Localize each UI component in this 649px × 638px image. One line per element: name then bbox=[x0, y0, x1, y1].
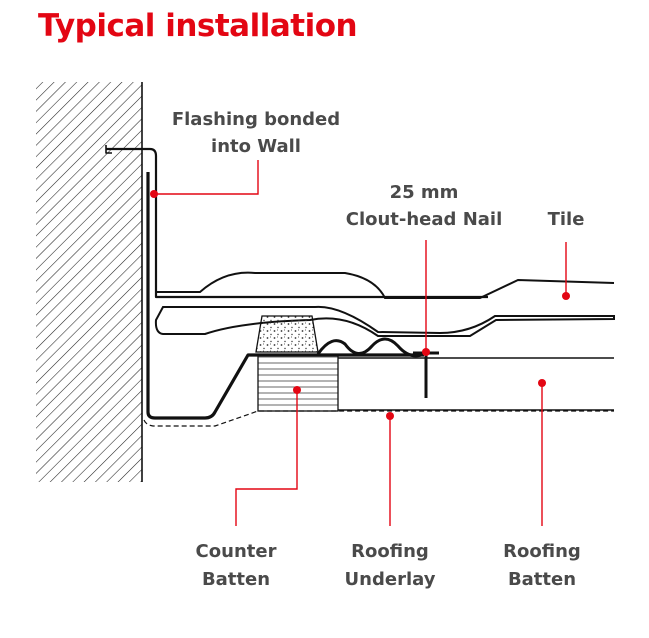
label-flashing-line2: into Wall bbox=[211, 136, 301, 157]
foam-filler bbox=[255, 315, 319, 353]
label-roofing-batten-line1: Roofing bbox=[503, 541, 581, 562]
nail-icon bbox=[413, 351, 439, 398]
label-tile: Tile bbox=[548, 209, 585, 230]
label-roofing-underlay-line1: Roofing bbox=[351, 541, 429, 562]
label-flashing-line1: Flashing bonded bbox=[172, 109, 340, 130]
roofing-batten bbox=[338, 357, 614, 411]
wall bbox=[36, 82, 143, 482]
tile bbox=[154, 271, 615, 337]
label-nail-line2: Clout-head Nail bbox=[346, 209, 503, 230]
page-title: Typical installation bbox=[38, 8, 358, 44]
label-counter-batten-line2: Batten bbox=[202, 569, 270, 590]
label-nail-line1: 25 mm bbox=[390, 182, 459, 203]
counter-batten bbox=[257, 354, 339, 412]
flashing bbox=[105, 145, 614, 427]
wavy-flashing bbox=[316, 337, 425, 358]
leader-lines bbox=[154, 160, 567, 526]
label-roofing-underlay-line2: Underlay bbox=[345, 569, 436, 590]
label-counter-batten-line1: Counter bbox=[196, 541, 277, 562]
leader-dots bbox=[150, 190, 570, 420]
label-roofing-batten-line2: Batten bbox=[508, 569, 576, 590]
